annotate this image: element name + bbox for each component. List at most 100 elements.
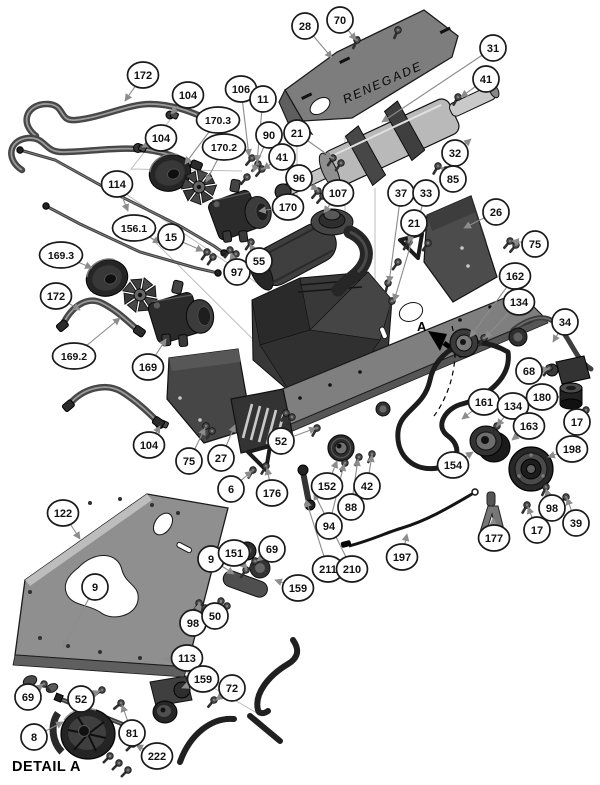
callout-number: 151 — [225, 548, 243, 560]
callout-circle — [170, 644, 204, 672]
callout-number: 9 — [92, 582, 98, 594]
callout-number: 176 — [263, 488, 281, 500]
idler-pulley — [449, 328, 479, 358]
callout-circle — [337, 493, 365, 521]
callout-balloon: 33 — [412, 179, 440, 207]
callout-circle — [140, 742, 174, 770]
callout-number: 170.3 — [205, 115, 231, 127]
callout-number: 211 — [319, 564, 337, 576]
control-rods — [16, 146, 228, 277]
callout-circle — [201, 602, 229, 630]
callout-balloon: 9 — [81, 573, 109, 601]
callout-balloon: 159 — [186, 665, 220, 693]
callout-circle — [157, 223, 185, 251]
callout-number: 52 — [275, 436, 287, 448]
callout-number: 169.3 — [48, 250, 74, 262]
callout-circle — [281, 574, 315, 602]
callout-circle — [255, 121, 283, 149]
callout-balloon: 69 — [14, 683, 42, 711]
callout-circle — [523, 516, 551, 544]
callout-balloon: 85 — [439, 165, 467, 193]
callout-number: 33 — [420, 188, 432, 200]
callout-number: 75 — [183, 456, 195, 468]
callout-number: 85 — [447, 174, 459, 186]
callout-balloon: 97 — [223, 258, 251, 286]
callout-circle — [538, 494, 566, 522]
callout-number: 180 — [533, 392, 551, 404]
callout-circle — [512, 412, 546, 440]
callout-number: 39 — [570, 518, 582, 530]
callout-number: 21 — [291, 128, 303, 140]
callout-balloon: 17 — [523, 516, 551, 544]
callout-number: 107 — [329, 188, 347, 200]
callout-number: 50 — [209, 611, 221, 623]
callout-circle — [258, 535, 286, 563]
callout-number: 69 — [22, 692, 34, 704]
callout-balloon: 52 — [267, 427, 295, 455]
callout-balloon: 72 — [218, 674, 246, 702]
callout-circle — [218, 674, 246, 702]
callout-number: 97 — [231, 267, 243, 279]
triangle-bracket-lower — [246, 444, 272, 472]
callout-number: 162 — [506, 271, 524, 283]
callout-circle — [118, 719, 146, 747]
callout-circle — [131, 353, 165, 381]
callout-number: 26 — [490, 207, 502, 219]
callout-balloon: 172 — [39, 282, 73, 310]
callout-balloon: 177 — [477, 524, 511, 552]
callout-balloon: 170.3 — [195, 106, 241, 134]
callout-balloon: 21 — [283, 119, 311, 147]
callout-number: 11 — [257, 94, 269, 106]
clutch-pulley — [469, 425, 511, 463]
callout-balloon: 11 — [249, 85, 277, 113]
callout-balloon: 52 — [67, 685, 95, 713]
callout-number: 156.1 — [121, 223, 147, 235]
callout-circle — [563, 408, 591, 436]
callout-circle — [472, 65, 500, 93]
brake-assembly — [559, 382, 583, 410]
callout-circle — [245, 247, 273, 275]
callout-number: 106 — [232, 84, 250, 96]
callout-number: 72 — [226, 683, 238, 695]
callout-number: 104 — [179, 90, 198, 102]
callout-number: 34 — [559, 317, 572, 329]
callout-number: 161 — [475, 397, 493, 409]
callout-number: 88 — [345, 502, 357, 514]
cover-hole — [309, 96, 331, 116]
callout-number: 68 — [523, 366, 535, 378]
callout-circle — [562, 509, 590, 537]
callout-circle — [223, 258, 251, 286]
callout-balloon: 169 — [131, 353, 165, 381]
callout-balloon: 159 — [281, 574, 315, 602]
callout-balloon: 81 — [118, 719, 146, 747]
callout-circle — [521, 230, 549, 258]
callout-balloon: 96 — [285, 164, 313, 192]
callout-circle — [207, 444, 235, 472]
callout-balloon: 34 — [551, 308, 579, 336]
side-plate-right — [423, 195, 498, 303]
callout-circle — [255, 479, 289, 507]
callout-balloon: 198 — [555, 435, 589, 463]
callout-number: 134 — [504, 401, 523, 413]
callout-number: 21 — [408, 218, 420, 230]
callout-balloon: 170 — [271, 193, 305, 221]
callout-number: 42 — [361, 481, 373, 493]
callout-balloon: 161 — [467, 388, 501, 416]
callout-circle — [111, 214, 157, 242]
callout-circle — [400, 209, 428, 237]
clutch-assembly — [508, 446, 554, 492]
callout-circle — [326, 6, 354, 34]
callout-number: 32 — [449, 148, 461, 160]
callout-circle — [195, 106, 241, 134]
callout-number: 41 — [480, 74, 492, 86]
callout-balloon: 122 — [46, 499, 80, 527]
callout-circle — [81, 573, 109, 601]
callout-balloon: 94 — [315, 512, 343, 540]
callout-circle — [217, 539, 251, 567]
side-plate-left — [166, 348, 253, 444]
callout-balloon: 156.1 — [111, 214, 157, 242]
callout-circle — [171, 81, 205, 109]
callout-balloon: 114 — [100, 170, 134, 198]
callout-balloon: 31 — [479, 34, 507, 62]
